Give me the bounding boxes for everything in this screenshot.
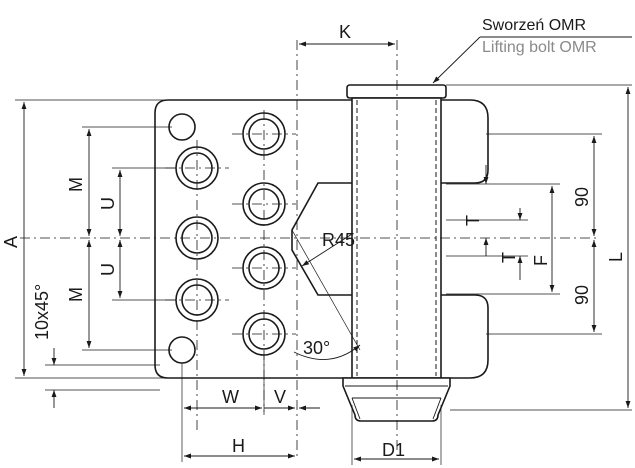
dim-label-l: L <box>606 252 626 262</box>
dim-label-t-upper: T <box>463 215 483 226</box>
dim-label-t-lower: T <box>499 252 519 263</box>
dim-label-v: V <box>274 387 286 407</box>
bolt-leader <box>432 36 632 84</box>
bolt-subtitle: Lifting bolt OMR <box>482 39 597 56</box>
dim-label-w: W <box>222 387 239 407</box>
dim-label-chamfer: 10x45° <box>32 284 52 340</box>
dim-label-a: A <box>1 236 21 248</box>
dim-label-90-lower: 90 <box>572 285 592 305</box>
dim-label-m-upper: M <box>66 177 86 192</box>
dimension-lines <box>21 41 631 462</box>
dim-label-k: K <box>339 22 351 42</box>
reference-lines <box>15 84 632 465</box>
dim-label-m-lower: M <box>66 287 86 302</box>
dim-label-90-upper: 90 <box>572 187 592 207</box>
dim-label-u-upper: U <box>98 197 118 210</box>
dim-label-angle: 30° <box>303 338 330 358</box>
bolt-head <box>346 84 447 99</box>
bolt-foot <box>342 377 451 422</box>
dim-label-u-lower: U <box>98 263 118 276</box>
dim-label-d1: D1 <box>382 440 405 460</box>
dim-label-h: H <box>232 436 245 456</box>
center-lines <box>20 40 600 460</box>
dim-label-r45: R45 <box>322 230 355 250</box>
bolt-title: Sworzeń OMR <box>482 17 586 34</box>
dim-label-f: F <box>531 255 551 266</box>
